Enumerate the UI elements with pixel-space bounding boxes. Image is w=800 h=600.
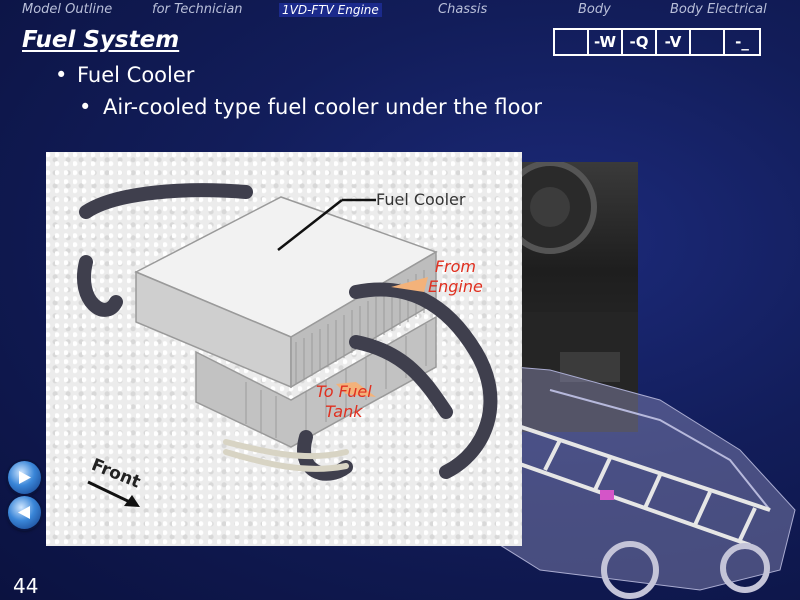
nav-engine[interactable]: 1VD-FTV Engine	[279, 3, 382, 17]
bullet-level1: Fuel Cooler	[55, 63, 542, 93]
code-box-w: -W	[587, 28, 621, 56]
code-box-v: -V	[655, 28, 689, 56]
label-from-line2: Engine	[428, 277, 483, 297]
page-number: 44	[13, 574, 38, 598]
nav-model-outline[interactable]: Model Outline	[22, 2, 112, 17]
nav-for-technician[interactable]: for Technician	[152, 2, 243, 17]
triangle-right-icon	[16, 469, 33, 486]
code-box-q: -Q	[621, 28, 655, 56]
prev-page-button[interactable]	[8, 496, 41, 529]
label-fuel-cooler: Fuel Cooler	[376, 190, 465, 209]
fuel-cooler-figure	[46, 152, 522, 546]
fuel-cooler-illustration	[46, 152, 522, 546]
top-nav: Model Outline for Technician 1VD-FTV Eng…	[0, 0, 800, 22]
fuel-cooler-location-marker	[600, 490, 614, 500]
nav-body[interactable]: Body	[578, 2, 611, 17]
next-page-button[interactable]	[8, 461, 41, 494]
label-from-line1: From	[428, 257, 483, 277]
code-box-underscore: -_	[723, 28, 761, 56]
label-tank-line1: To Fuel	[316, 382, 372, 402]
bullet-list: Fuel Cooler Air-cooled type fuel cooler …	[55, 63, 542, 119]
triangle-left-icon	[16, 504, 33, 521]
label-to-fuel-tank: To Fuel Tank	[316, 382, 372, 422]
page-title: Fuel System	[22, 27, 179, 53]
variant-code-boxes: -W -Q -V -_	[553, 28, 761, 56]
label-from-engine: From Engine	[428, 257, 483, 297]
nav-chassis[interactable]: Chassis	[438, 2, 487, 17]
label-tank-line2: Tank	[316, 402, 372, 422]
code-box-1	[553, 28, 587, 56]
bullet-level2: Air-cooled type fuel cooler under the fl…	[79, 95, 542, 119]
nav-body-electrical[interactable]: Body Electrical	[670, 2, 767, 17]
code-box-5	[689, 28, 723, 56]
